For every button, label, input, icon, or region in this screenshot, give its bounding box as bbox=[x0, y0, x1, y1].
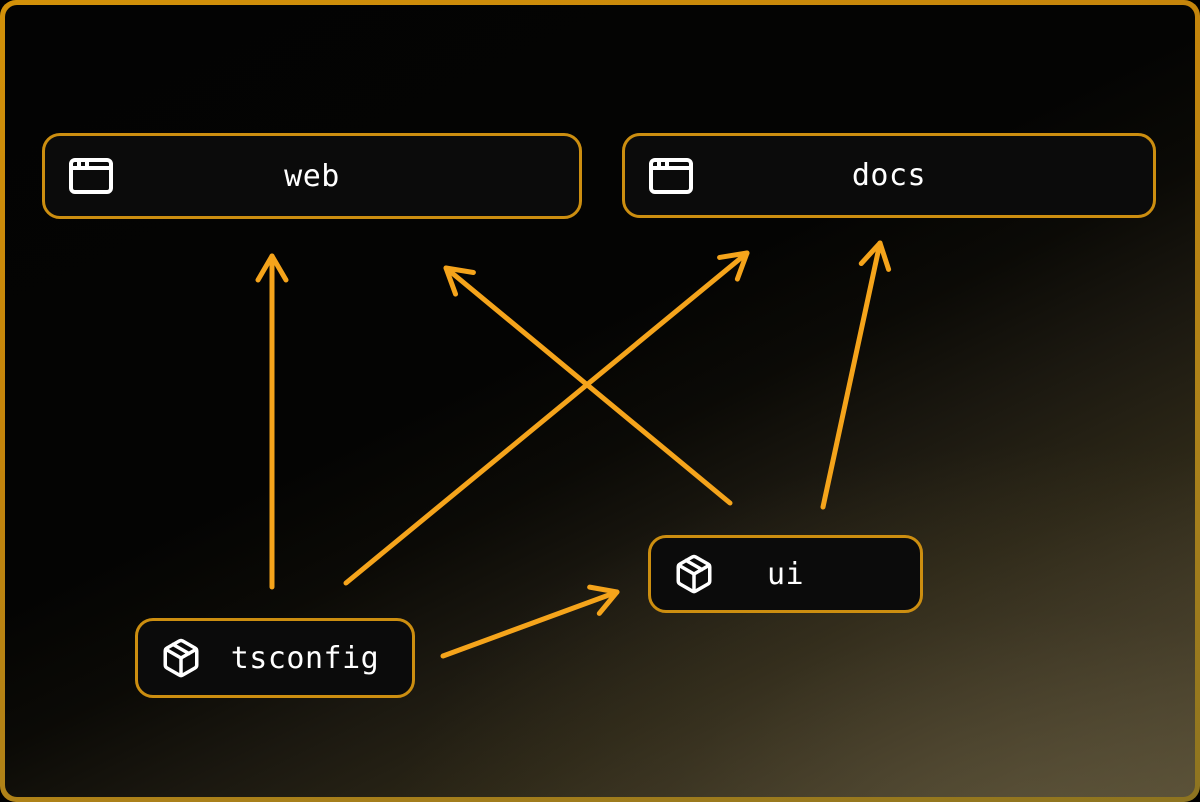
dependency-edges-layer bbox=[255, 240, 892, 659]
edge-group bbox=[255, 240, 892, 659]
edge-tsconfig-to-ui bbox=[440, 584, 620, 659]
edge-tsconfig-to-docs bbox=[343, 250, 750, 586]
package-icon bbox=[673, 553, 715, 595]
dependency-graph-canvas: web docs ui tsconfig bbox=[5, 5, 1195, 797]
edge-ui-to-docs bbox=[820, 240, 892, 510]
node-label-tsconfig: tsconfig bbox=[230, 640, 380, 676]
package-icon bbox=[160, 637, 202, 679]
graph-node-web[interactable]: web bbox=[42, 133, 582, 219]
graph-node-tsconfig[interactable]: tsconfig bbox=[135, 618, 415, 698]
graph-node-docs[interactable]: docs bbox=[622, 133, 1156, 218]
node-label-docs: docs bbox=[851, 158, 927, 193]
edge-ui-to-web bbox=[443, 265, 733, 506]
node-label-web: web bbox=[284, 158, 340, 194]
app-window-icon bbox=[647, 152, 695, 200]
graph-node-ui[interactable]: ui bbox=[648, 535, 923, 613]
node-label-ui: ui bbox=[766, 556, 805, 592]
app-window-icon bbox=[67, 152, 115, 200]
